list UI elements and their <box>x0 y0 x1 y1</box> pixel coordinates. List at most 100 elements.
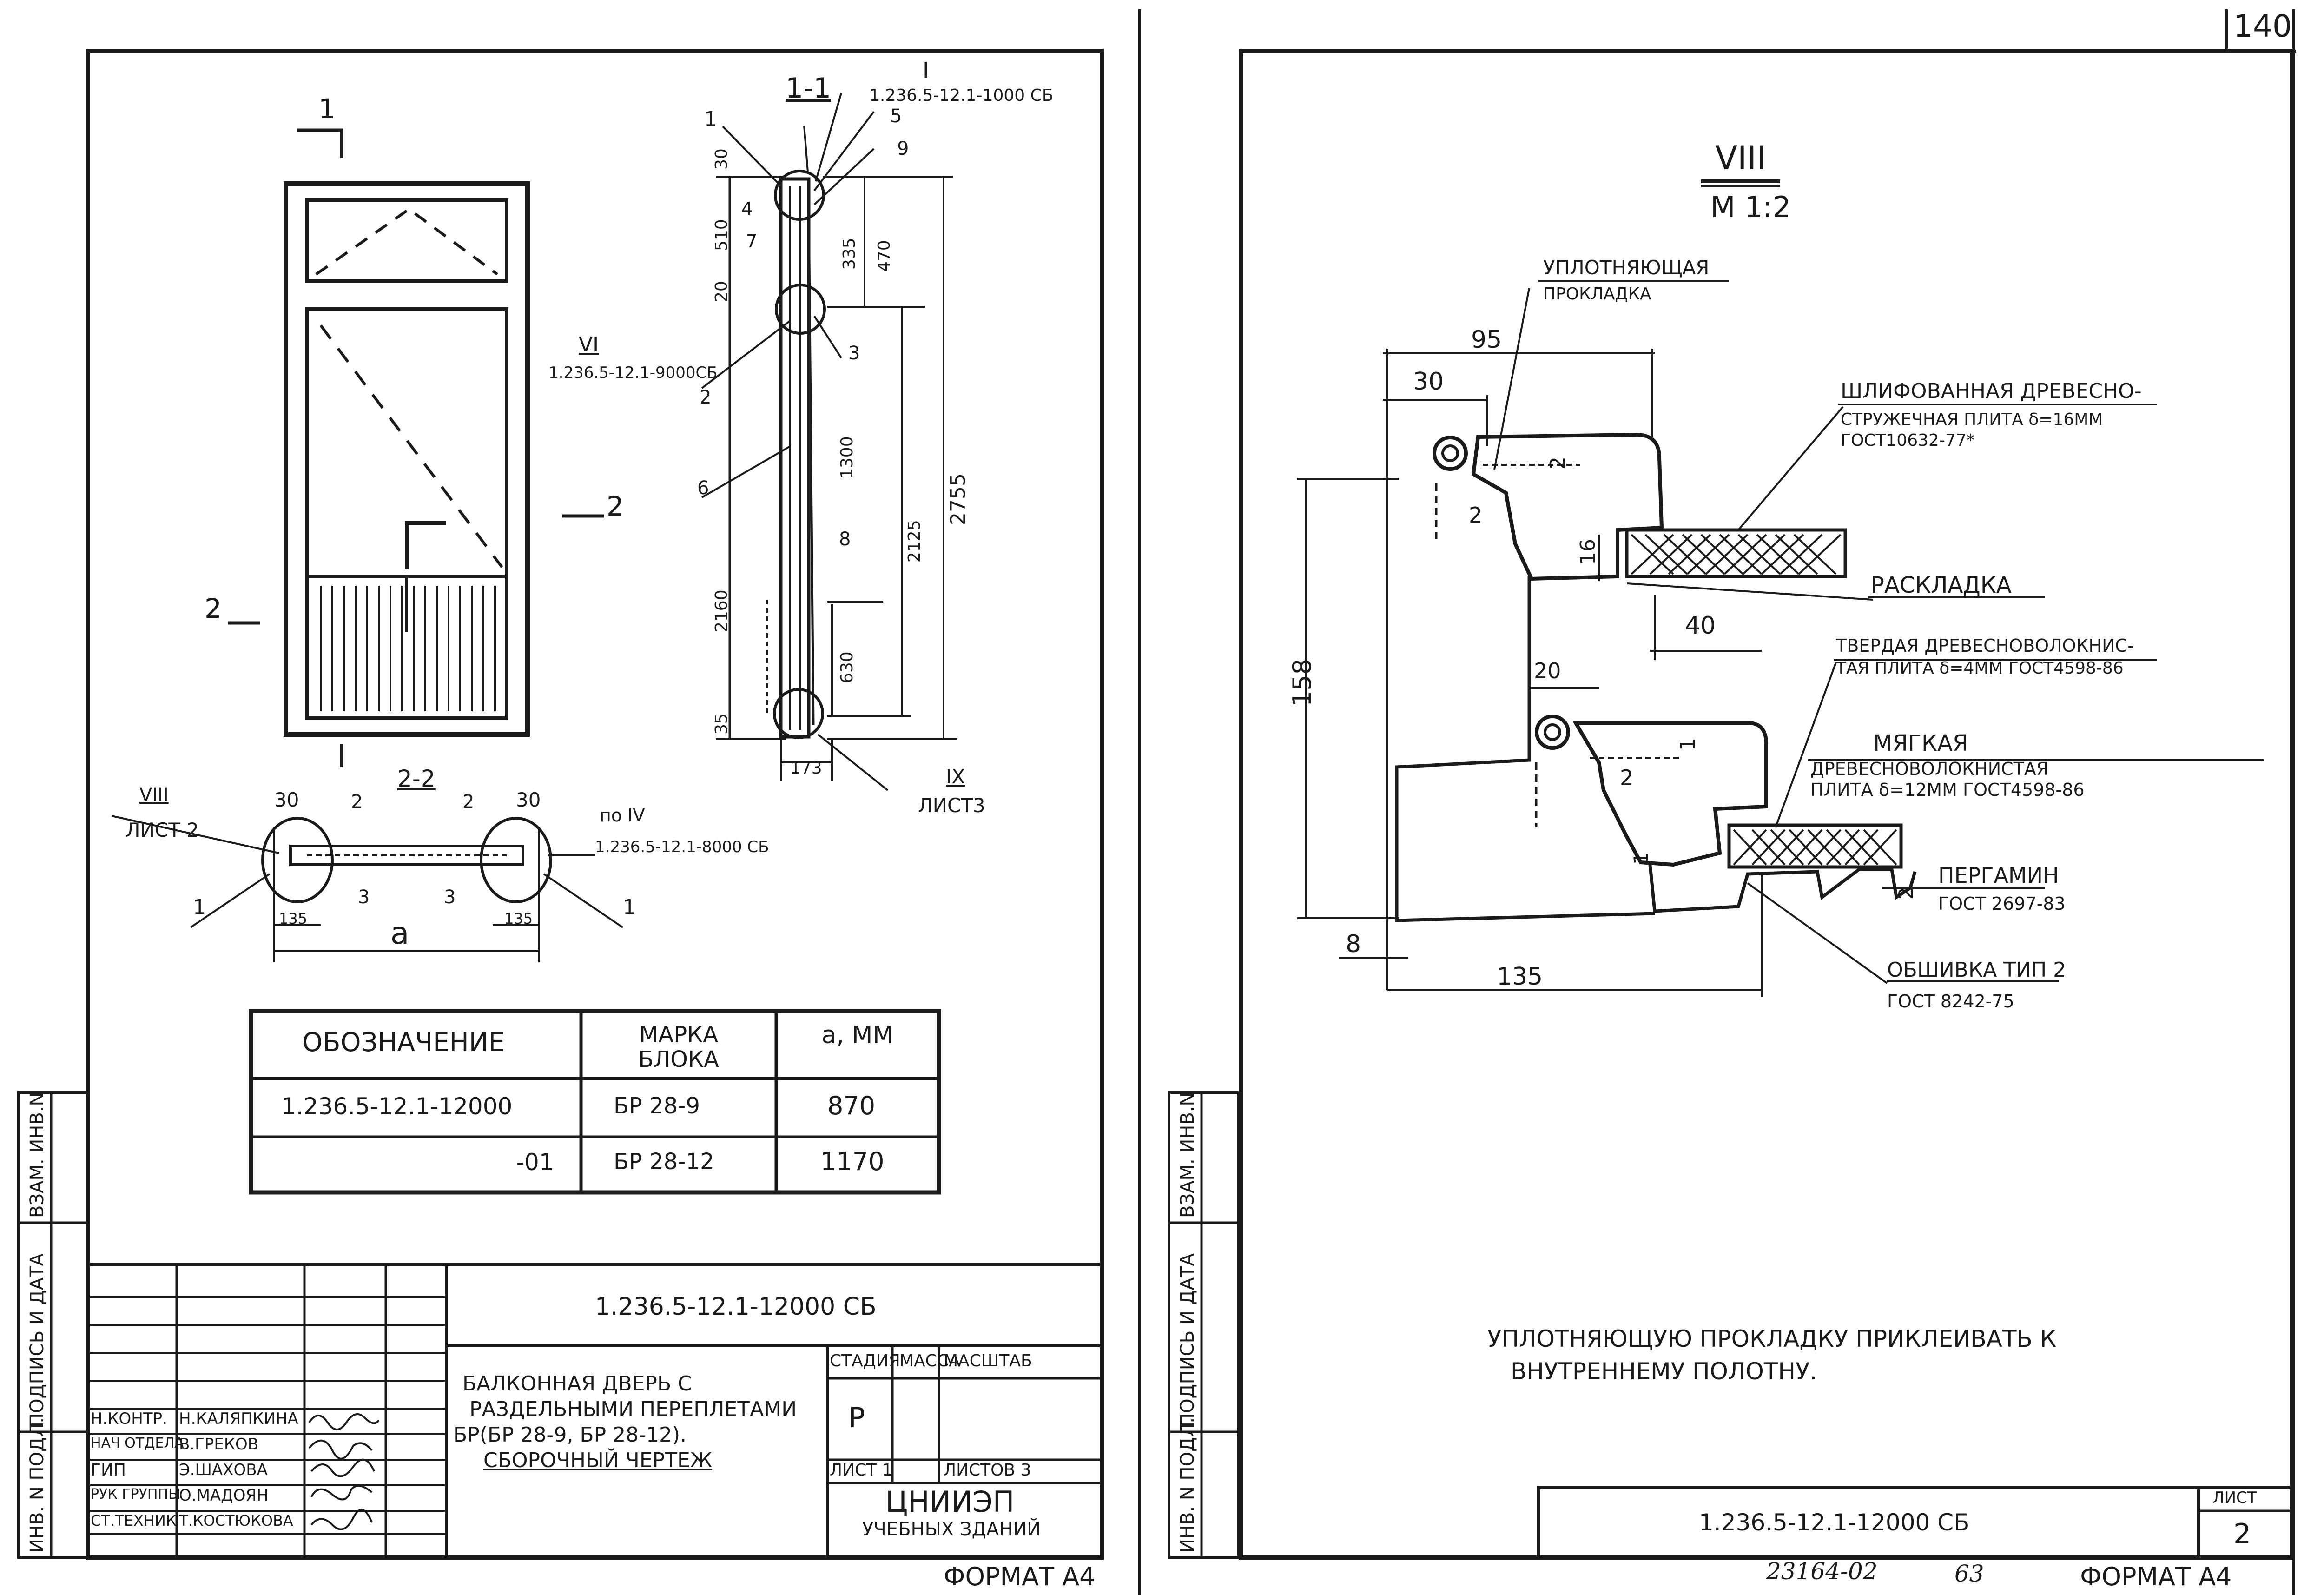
dim-2-c: 2 <box>1620 765 1634 790</box>
table-row2-mark: БР 28-12 <box>614 1149 714 1175</box>
callout-soft-1: МЯГКАЯ <box>1873 730 1968 756</box>
callout-pergamin-2: ГОСТ 2697-83 <box>1938 893 2066 914</box>
dim-a: а <box>390 915 409 951</box>
side-label-2: ПОДПИСЬ И ДАТА <box>26 1253 48 1427</box>
position-4: 4 <box>741 199 753 219</box>
callout-hardboard-2: ТАЯ ПЛИТА δ=4ММ ГОСТ4598-86 <box>1836 659 2124 678</box>
dim-2-b: 2 <box>1546 457 1570 470</box>
stamp-role-1: Н.КОНТР. <box>91 1410 167 1428</box>
dim-1-a: 1 <box>1676 738 1700 751</box>
stamp-role-2: НАЧ ОТДЕЛА <box>91 1435 184 1451</box>
detail-scale: М 1:2 <box>1710 190 1791 224</box>
cut-mark-1: 1 <box>318 93 336 125</box>
stamp2-sheet-number: 2 <box>2233 1518 2251 1550</box>
format-label-1: ФОРМАТ А4 <box>944 1562 1096 1591</box>
dim-1-b: 1 <box>1630 852 1652 865</box>
note-line-2: ВНУТРЕННЕМУ ПОЛОТНУ. <box>1511 1358 1817 1385</box>
stamp-role-3: ГИП <box>91 1461 126 1480</box>
side-label-3: ИНВ. N ПОДЛ. <box>26 1417 48 1553</box>
callout-trim-1: ОБШИВКА ТИП 2 <box>1887 958 2067 982</box>
ref-IV-doc: 1.236.5-12.1-8000 СБ <box>595 838 769 856</box>
position-5: 5 <box>890 106 902 127</box>
position-1-22a: 1 <box>193 895 206 919</box>
stamp-org2: УЧЕБНЫХ ЗДАНИЙ <box>862 1519 1041 1540</box>
stamp-name-5: Т.КОСТЮКОВА <box>179 1512 293 1529</box>
stamp-name-2: В.ГРЕКОВ <box>179 1435 259 1454</box>
stamp2-doc-number: 1.236.5-12.1-12000 СБ <box>1699 1509 1970 1536</box>
dim-2-d: 2 <box>1895 887 1917 900</box>
callout-soft-3: ПЛИТА δ=12ММ ГОСТ4598-86 <box>1810 780 2085 800</box>
position-1: 1 <box>704 107 717 131</box>
table-head-mark: МАРКА БЛОКА <box>638 1022 719 1072</box>
position-6: 6 <box>697 477 709 499</box>
callout-hardboard-1: ТВЕРДАЯ ДРЕВЕСНОВОЛОКНИС- <box>1836 635 2134 656</box>
ref-IX-sheet: ЛИСТ3 <box>918 794 985 817</box>
archive-number-2: 63 <box>1954 1560 1984 1587</box>
position-3-22a: 3 <box>358 887 370 908</box>
position-2: 2 <box>700 387 712 408</box>
side2-label-2: ПОДПИСЬ И ДАТА <box>1177 1253 1198 1427</box>
table-head-a: а, ММ <box>821 1021 894 1049</box>
callout-seal-2: ПРОКЛАДКА <box>1543 285 1651 304</box>
position-7: 7 <box>746 231 758 251</box>
ref-I: I <box>923 58 929 83</box>
stamp-org: ЦНИИЭП <box>885 1485 1015 1519</box>
side2-label-3: ИНВ. N ПОДЛ. <box>1177 1417 1198 1553</box>
position-9: 9 <box>897 138 909 159</box>
ref-VIII: VIII <box>139 784 169 806</box>
stamp-role-4: РУК ГРУППЫ <box>91 1486 181 1502</box>
dim-20: 20 <box>1534 658 1561 683</box>
position-2-22a: 2 <box>351 791 363 813</box>
callout-chipboard-3: ГОСТ10632-77* <box>1841 431 1975 450</box>
dim-135-a: 135 <box>279 910 308 927</box>
stamp-name-4: О.МАДОЯН <box>179 1486 269 1505</box>
callout-pergamin-1: ПЕРГАМИН <box>1938 863 2059 888</box>
dim-2-a: 2 <box>1469 503 1483 528</box>
stamp2-sheet-label: ЛИСТ <box>2212 1489 2257 1507</box>
stamp-role-5: СТ.ТЕХНИК <box>91 1512 177 1529</box>
section-2-2-label: 2-2 <box>397 765 436 792</box>
ref-VI-doc: 1.236.5-12.1-9000СБ <box>548 364 718 382</box>
sheet2-frame <box>1239 49 2294 1560</box>
page-number: 140 <box>2233 8 2292 44</box>
dim-173: 173 <box>790 759 822 778</box>
stamp-stage: Р <box>848 1402 865 1434</box>
stamp-doc-number: 1.236.5-12.1-12000 СБ <box>595 1293 877 1321</box>
callout-strip: РАСКЛАДКА <box>1871 572 2012 598</box>
ref-VIII-sheet: ЛИСТ 2 <box>125 819 199 841</box>
position-2-22b: 2 <box>462 791 475 813</box>
detail-title: VIII <box>1715 139 1766 177</box>
callout-soft-2: ДРЕВЕСНОВОЛОКНИСТАЯ <box>1810 759 2049 779</box>
table-row1-designation: 1.236.5-12.1-12000 <box>281 1093 513 1120</box>
note-line-1: УПЛОТНЯЮЩУЮ ПРОКЛАДКУ ПРИКЛЕИВАТЬ К <box>1487 1325 2057 1352</box>
cut-mark-2-left: 2 <box>205 593 222 624</box>
ref-VI: VI <box>579 333 599 357</box>
ref-IV-prefix: по IV <box>600 805 645 826</box>
ref-IX: IX <box>946 765 965 788</box>
stamp-col-stage: СТАДИЯ <box>830 1351 900 1370</box>
table-row1-mark: БР 28-9 <box>614 1093 700 1119</box>
stamp-col-scale: МАСШТАБ <box>944 1351 1032 1370</box>
side2-label-1: ВЗАМ. ИНВ.N <box>1177 1092 1198 1218</box>
position-1-22b: 1 <box>623 895 636 919</box>
callout-chipboard-1: ШЛИФОВАННАЯ ДРЕВЕСНО- <box>1841 379 2142 403</box>
table-head-designation: ОБОЗНАЧЕНИЕ <box>302 1027 505 1058</box>
stamp-name-1: Н.КАЛЯПКИНА <box>179 1410 298 1428</box>
side-label-1: ВЗАМ. ИНВ.N <box>26 1092 48 1218</box>
stamp-sheet: ЛИСТ 1 <box>830 1461 893 1480</box>
dim-95: 95 <box>1471 326 1502 354</box>
table-row1-a: 870 <box>827 1091 876 1120</box>
sheet1-frame <box>86 49 1104 1560</box>
stamp-title-2: РАЗДЕЛЬНЫМИ ПЕРЕПЛЕТАМИ <box>469 1397 797 1421</box>
position-3-22b: 3 <box>444 887 456 908</box>
dim-135: 135 <box>1497 963 1543 991</box>
dim-30-22b: 30 <box>516 788 541 811</box>
archive-number: 23164-02 <box>1766 1558 1878 1585</box>
cut-mark-2-right: 2 <box>607 490 624 522</box>
dim-16: 16 <box>1576 539 1600 565</box>
dim-40: 40 <box>1685 612 1716 640</box>
stamp-title-3: БР(БР 28-9, БР 28-12). <box>453 1423 687 1447</box>
dim-158: 158 <box>1287 658 1317 707</box>
